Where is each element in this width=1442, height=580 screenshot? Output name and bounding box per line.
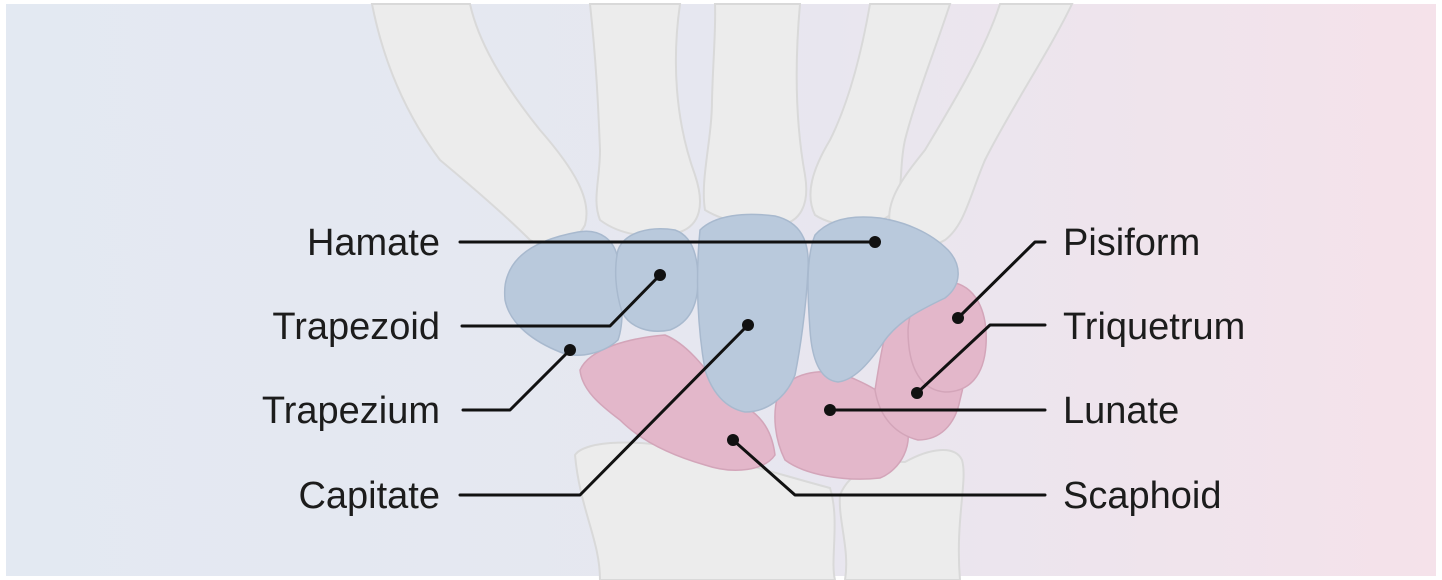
label-lunate: Lunate <box>1063 390 1179 432</box>
capitate-bone <box>698 214 809 412</box>
lunate-dot <box>824 404 836 416</box>
trapezium-dot <box>564 344 576 356</box>
label-trapezium: Trapezium <box>262 390 440 432</box>
triquetrum-dot <box>911 387 923 399</box>
hamate-dot <box>869 236 881 248</box>
middle-metacarpal <box>704 4 806 226</box>
label-capitate: Capitate <box>298 475 440 517</box>
label-triquetrum: Triquetrum <box>1063 306 1245 348</box>
scaphoid-dot <box>727 434 739 446</box>
trapezoid-dot <box>654 269 666 281</box>
label-trapezoid: Trapezoid <box>272 306 440 348</box>
capitate-dot <box>742 319 754 331</box>
pisiform-dot <box>952 312 964 324</box>
label-hamate: Hamate <box>307 222 440 264</box>
label-pisiform: Pisiform <box>1063 222 1200 264</box>
label-scaphoid: Scaphoid <box>1063 475 1221 517</box>
